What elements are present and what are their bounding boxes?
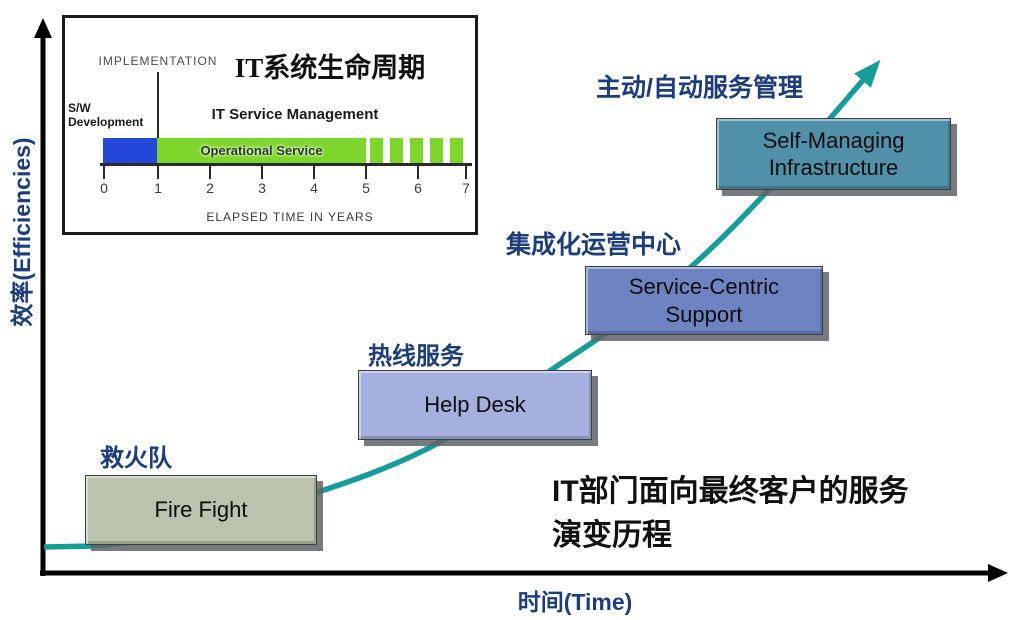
axis-tick (209, 164, 211, 179)
x-axis-label: 时间(Time) (517, 589, 633, 615)
diagram-caption-line1: IT部门面向最终客户的服务 (552, 475, 909, 508)
operational-service-dash-segment (370, 138, 383, 163)
axis-tick (313, 164, 315, 179)
it-lifecycle-inset-chart: IMPLEMENTATION IT系统生命周期 S/W Development … (62, 15, 478, 235)
axis-tick-label: 3 (258, 180, 266, 196)
help-desk-box-label: Help Desk (424, 392, 526, 418)
inset-chart-title: IT系统生命周期 (234, 53, 426, 83)
inset-time-axis (100, 163, 472, 166)
sw-development-line2: Development (68, 114, 144, 129)
axis-tick-label: 5 (362, 180, 370, 196)
self-managing-box-line2: Infrastructure (768, 155, 899, 180)
stage-label-help-desk-cn: 热线服务 (368, 343, 464, 370)
operational-service-dash-segment (410, 138, 423, 163)
service-centric-box-line2: Support (665, 301, 743, 327)
diagram-caption: IT部门面向最终客户的服务 演变历程 (552, 470, 909, 557)
axis-tick (157, 164, 159, 179)
it-service-management-label: IT Service Management (211, 106, 379, 123)
stage-label-fire-fight-cn: 救火队 (100, 445, 172, 472)
operational-service-dash-segment (430, 138, 443, 163)
operational-service-bar: Operational Service (157, 138, 366, 163)
axis-tick-label: 4 (310, 180, 318, 196)
axis-tick-label: 7 (462, 180, 470, 196)
fire-fight-box-label: Fire Fight (154, 497, 248, 523)
y-axis-label: 效率(Efficiencies) (9, 137, 35, 327)
sw-development-bar (103, 138, 157, 163)
implementation-label: IMPLEMENTATION (98, 54, 218, 68)
self-managing-infrastructure-box: Self-Managing Infrastructure (716, 118, 951, 190)
axis-tick (103, 164, 105, 179)
diagram-caption-line2: 演变历程 (552, 518, 672, 552)
axis-tick-label: 6 (414, 180, 422, 196)
axis-tick (365, 164, 367, 179)
axis-tick (261, 164, 263, 179)
axis-tick (465, 164, 467, 179)
operational-service-bar-label: Operational Service (200, 143, 323, 158)
elapsed-time-caption: ELAPSED TIME IN YEARS (206, 210, 374, 224)
help-desk-box: Help Desk (358, 370, 592, 440)
axis-tick-label: 2 (206, 180, 214, 196)
operational-service-dash-segment (390, 138, 403, 163)
stage-label-service-centric-cn: 集成化运营中心 (506, 231, 682, 259)
axis-tick-label: 1 (154, 180, 162, 196)
sw-development-label: S/W Development (68, 101, 144, 130)
operational-service-dash-segment (450, 138, 463, 163)
service-centric-support-box: Service-Centric Support (585, 266, 823, 335)
axis-tick-label: 0 (100, 180, 108, 196)
stage-label-self-managing-cn: 主动/自动服务管理 (596, 74, 803, 102)
self-managing-box-line1: Self-Managing (762, 127, 905, 153)
sw-development-line1: S/W (68, 101, 91, 115)
axis-tick (417, 164, 419, 179)
fire-fight-box: Fire Fight (85, 475, 317, 545)
service-centric-box-line1: Service-Centric (628, 274, 780, 299)
implementation-marker-line (157, 72, 159, 138)
